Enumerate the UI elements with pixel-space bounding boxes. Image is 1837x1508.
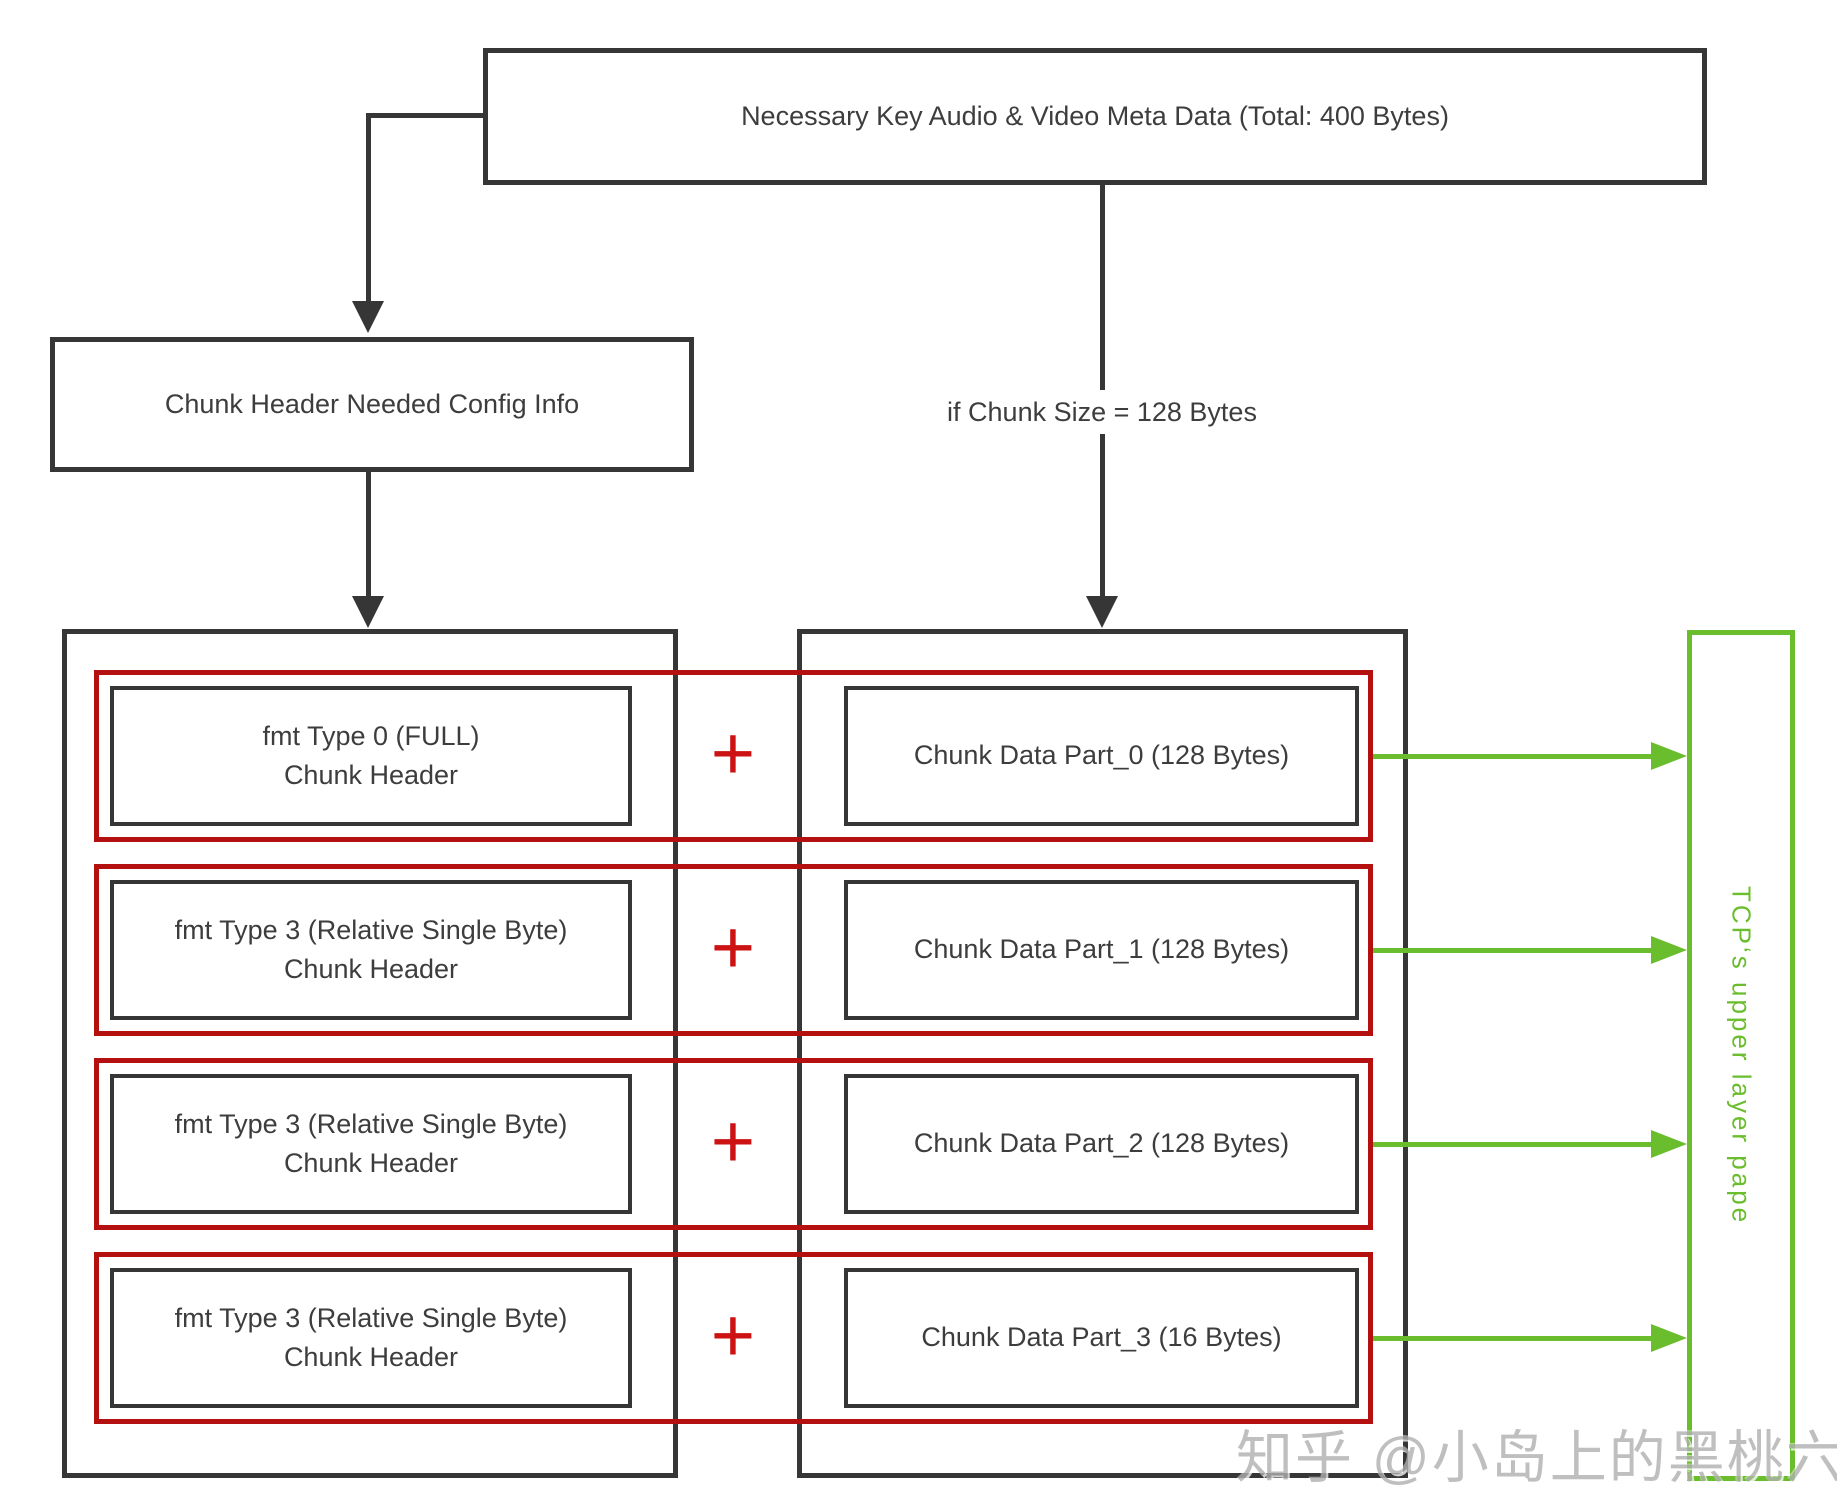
config-to-group-line — [366, 472, 371, 598]
elbow-horizontal-line — [366, 113, 488, 118]
tcp-upper-layer-label: TCP‘s upper layer pape — [1726, 885, 1757, 1226]
plus-sign: + — [710, 1293, 756, 1378]
fmt-header-box: fmt Type 3 (Relative Single Byte)Chunk H… — [110, 1074, 632, 1214]
fmt-header-box: fmt Type 3 (Relative Single Byte)Chunk H… — [110, 880, 632, 1020]
condition-label: if Chunk Size = 128 Bytes — [932, 390, 1272, 434]
green-arrow-line — [1373, 1336, 1655, 1341]
chunk-data-label: Chunk Data Part_2 (128 Bytes) — [913, 1128, 1290, 1159]
tcp-upper-layer-box: TCP‘s upper layer pape — [1687, 630, 1795, 1481]
fmt-header-label: fmt Type 3 (Relative Single Byte)Chunk H… — [174, 914, 568, 984]
chunk-data-box: Chunk Data Part_0 (128 Bytes) — [844, 686, 1359, 826]
green-arrowhead-icon — [1651, 1324, 1687, 1352]
chunk-data-label: Chunk Data Part_3 (16 Bytes) — [921, 1322, 1282, 1353]
chunk-data-label: Chunk Data Part_1 (128 Bytes) — [913, 934, 1290, 965]
green-arrow-line — [1373, 948, 1655, 953]
fmt-header-label: fmt Type 0 (FULL)Chunk Header — [262, 720, 480, 790]
chunk-data-group-box — [797, 629, 1408, 1478]
green-arrow-line — [1373, 754, 1655, 759]
arrow-down-icon — [352, 301, 384, 333]
config-info-label: Chunk Header Needed Config Info — [164, 388, 580, 419]
chunk-row — [94, 1252, 1373, 1424]
chunk-row — [94, 1058, 1373, 1230]
arrow-down-icon — [352, 596, 384, 628]
fmt-header-label: fmt Type 3 (Relative Single Byte)Chunk H… — [174, 1302, 568, 1372]
config-info-box: Chunk Header Needed Config Info — [50, 337, 694, 472]
plus-sign: + — [710, 711, 756, 796]
chunk-data-box: Chunk Data Part_2 (128 Bytes) — [844, 1074, 1359, 1214]
fmt-header-label: fmt Type 3 (Relative Single Byte)Chunk H… — [174, 1108, 568, 1178]
chunk-row — [94, 864, 1373, 1036]
fmt-header-box: fmt Type 0 (FULL)Chunk Header — [110, 686, 632, 826]
meta-data-box: Necessary Key Audio & Video Meta Data (T… — [483, 48, 1707, 185]
plus-sign: + — [710, 1099, 756, 1184]
chunk-data-label: Chunk Data Part_0 (128 Bytes) — [913, 740, 1290, 771]
green-arrowhead-icon — [1651, 742, 1687, 770]
green-arrow-line — [1373, 1142, 1655, 1147]
elbow-vertical-line — [366, 113, 371, 303]
chunk-header-group-box — [62, 629, 678, 1478]
green-arrowhead-icon — [1651, 936, 1687, 964]
arrow-down-icon — [1086, 596, 1118, 628]
green-arrowhead-icon — [1651, 1130, 1687, 1158]
chunk-row — [94, 670, 1373, 842]
plus-sign: + — [710, 905, 756, 990]
chunk-data-box: Chunk Data Part_3 (16 Bytes) — [844, 1268, 1359, 1408]
chunk-data-box: Chunk Data Part_1 (128 Bytes) — [844, 880, 1359, 1020]
meta-data-label: Necessary Key Audio & Video Meta Data (T… — [741, 100, 1449, 131]
watermark: 知乎 @小岛上的黑桃六 — [1236, 1426, 1837, 1490]
fmt-header-box: fmt Type 3 (Relative Single Byte)Chunk H… — [110, 1268, 632, 1408]
